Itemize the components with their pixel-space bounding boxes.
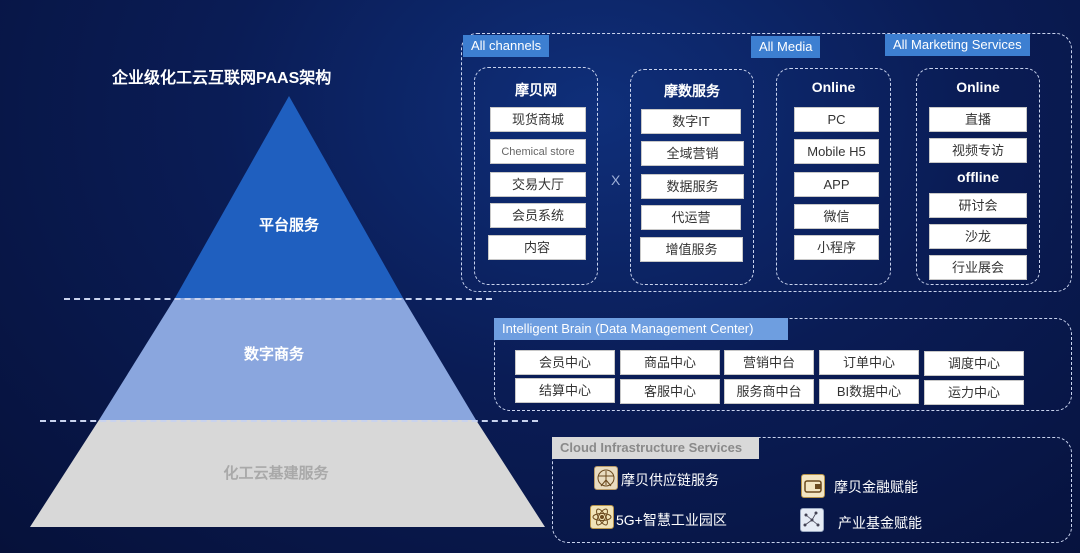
item-capacity-center: 运力中心 bbox=[924, 380, 1024, 405]
column-head-mobei: 摩贝网 bbox=[515, 82, 557, 98]
platform-panel bbox=[461, 33, 1072, 292]
tier-label-platform: 平台服务 bbox=[258, 217, 319, 234]
tier-label-infra: 化工云基建服务 bbox=[223, 465, 329, 482]
infra-finance: 摩贝金融赋能 bbox=[834, 479, 918, 495]
item-mobile-h5: Mobile H5 bbox=[794, 139, 879, 164]
separator-line-lower bbox=[40, 420, 538, 422]
item-app: APP bbox=[794, 172, 879, 197]
item-trading-hall: 交易大厅 bbox=[490, 172, 586, 197]
column-head-online-marketing: Online bbox=[956, 79, 1000, 95]
item-live-stream: 直播 bbox=[929, 107, 1027, 132]
vitruvian-icon bbox=[594, 466, 618, 490]
network-icon bbox=[800, 508, 824, 532]
item-dispatch-center: 调度中心 bbox=[924, 351, 1024, 376]
tag-all-media: All Media bbox=[751, 36, 821, 58]
item-product-center: 商品中心 bbox=[620, 350, 720, 375]
cross-separator: X bbox=[611, 172, 621, 188]
atom-icon bbox=[590, 505, 614, 529]
separator-line-upper bbox=[64, 298, 492, 300]
infra-panel bbox=[552, 437, 1072, 543]
pyramid-tier-top bbox=[175, 96, 403, 298]
pyramid-tier-bottom bbox=[30, 420, 545, 527]
pyramid-tier-middle bbox=[99, 298, 476, 420]
item-chemical-store: Chemical store bbox=[490, 139, 586, 164]
item-mini-program: 小程序 bbox=[794, 235, 879, 260]
item-omni-marketing: 全域营销 bbox=[641, 141, 744, 166]
column-head-offline: offline bbox=[957, 169, 999, 185]
pyramid bbox=[30, 96, 545, 527]
column-head-online-media: Online bbox=[811, 79, 856, 95]
infra-5g-park: 5G+智慧工业园区 bbox=[616, 512, 727, 528]
item-settlement-center: 结算中心 bbox=[515, 378, 615, 403]
item-service-center: 客服中心 bbox=[620, 379, 720, 404]
column-head-moshu: 摩数服务 bbox=[664, 83, 720, 99]
item-salon: 沙龙 bbox=[929, 224, 1027, 249]
tag-cloud-infra: Cloud Infrastructure Services bbox=[552, 437, 759, 459]
tier-label-digital: 数字商务 bbox=[243, 346, 304, 363]
tag-intelligent-brain: Intelligent Brain (Data Management Cente… bbox=[494, 318, 788, 340]
column-online-media bbox=[776, 68, 891, 285]
item-member-center: 会员中心 bbox=[515, 350, 615, 375]
item-data-service: 数据服务 bbox=[641, 174, 744, 199]
column-marketing bbox=[916, 68, 1040, 285]
item-agency-ops: 代运营 bbox=[641, 205, 741, 230]
item-provider-hub: 服务商中台 bbox=[724, 379, 814, 404]
item-value-added: 增值服务 bbox=[640, 237, 743, 262]
tag-all-channels: All channels bbox=[463, 35, 550, 57]
page-title: 企业级化工云互联网PAAS架构 bbox=[112, 70, 332, 87]
item-pc: PC bbox=[794, 107, 879, 132]
infra-supply-chain: 摩贝供应链服务 bbox=[621, 472, 719, 488]
item-video-interview: 视频专访 bbox=[929, 138, 1027, 163]
item-spot-mall: 现货商城 bbox=[490, 107, 586, 132]
item-bi-center: BI数据中心 bbox=[819, 379, 919, 404]
item-marketing-hub: 营销中台 bbox=[724, 350, 814, 375]
item-content: 内容 bbox=[488, 235, 586, 260]
column-mobei bbox=[474, 67, 598, 285]
item-digital-it: 数字IT bbox=[641, 109, 741, 134]
item-exhibition: 行业展会 bbox=[929, 255, 1027, 280]
item-member-system: 会员系统 bbox=[490, 203, 586, 228]
tag-all-marketing: All Marketing Services bbox=[885, 34, 1030, 56]
infra-industry-fund: 产业基金赋能 bbox=[838, 515, 922, 531]
item-order-center: 订单中心 bbox=[819, 350, 919, 375]
wallet-icon bbox=[801, 474, 825, 498]
item-seminar: 研讨会 bbox=[929, 193, 1027, 218]
column-moshu bbox=[630, 69, 754, 285]
item-wechat: 微信 bbox=[794, 204, 879, 229]
